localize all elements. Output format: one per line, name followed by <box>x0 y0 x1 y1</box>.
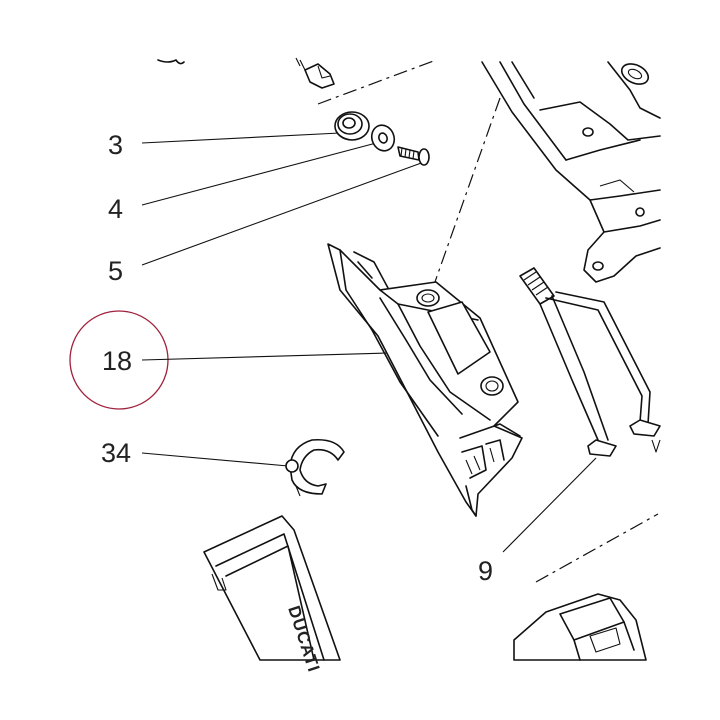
callout-5-label: 5 <box>108 256 123 286</box>
leader-line-18 <box>141 352 388 361</box>
callout-18-label[interactable]: 18 <box>102 346 132 376</box>
assembly-line-screw <box>429 97 501 297</box>
callout-3-label: 3 <box>108 130 123 160</box>
callout-34-label: 34 <box>101 438 131 468</box>
bracket-part-18 <box>327 243 523 517</box>
callout-4-label: 4 <box>108 194 123 224</box>
leader-line-4 <box>141 141 381 206</box>
leader-line-5 <box>141 161 425 266</box>
callout-18-highlight-circle <box>69 310 169 410</box>
leader-line-34 <box>141 452 289 467</box>
grommet-part-3 <box>334 111 370 141</box>
leader-line-3 <box>141 132 341 144</box>
tray-part <box>513 593 647 661</box>
callout-9-label: 9 <box>478 556 493 586</box>
washer-part-4 <box>370 124 396 152</box>
connector-part <box>157 57 335 89</box>
screw-part-5 <box>397 146 430 166</box>
leader-line-9 <box>502 457 597 553</box>
assembly-line-top <box>317 59 437 105</box>
assembly-line-bottom <box>535 513 659 583</box>
frame-bracket <box>481 61 661 283</box>
side-cover-part: DUCATI <box>203 515 341 675</box>
clip-part-34 <box>285 438 345 497</box>
rod-part-9 <box>519 267 661 457</box>
